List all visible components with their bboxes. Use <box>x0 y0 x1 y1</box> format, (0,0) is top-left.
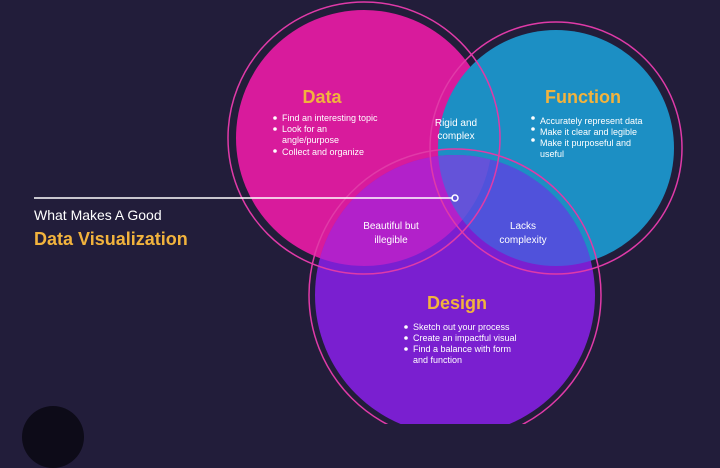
function-title: Function <box>545 87 621 107</box>
overlap-data-function-line1: Rigid and <box>435 118 477 129</box>
bullet <box>531 138 535 142</box>
bullet <box>404 336 408 340</box>
function-item: Make it clear and legible <box>540 127 637 137</box>
function-item: useful <box>540 149 564 159</box>
function-item: Accurately represent data <box>540 116 643 126</box>
design-item: Find a balance with form <box>413 344 511 354</box>
headline-line2: Data Visualization <box>34 229 188 249</box>
bullet <box>273 149 277 153</box>
overlap-data-function-line2: complex <box>437 131 474 142</box>
headline-line1: What Makes A Good <box>34 207 162 223</box>
corner-decoration <box>22 406 84 468</box>
design-item: Sketch out your process <box>413 322 510 332</box>
overlap-data-design-line1: Beautiful but <box>363 221 419 232</box>
function-ring <box>429 21 683 275</box>
function-item: Make it purposeful and <box>540 138 631 148</box>
design-title: Design <box>427 293 487 313</box>
data-item: Find an interesting topic <box>282 113 378 123</box>
bullet <box>273 116 277 120</box>
data-list: Find an interesting topic Look for an an… <box>273 113 378 157</box>
venn-diagram: What Makes A Good Data Visualization Dat… <box>34 1 683 442</box>
bullet <box>404 325 408 329</box>
data-design-overlap <box>315 155 492 266</box>
data-item: angle/purpose <box>282 135 339 145</box>
data-item: Collect and organize <box>282 147 364 157</box>
overlap-data-design-line2: illegible <box>374 235 408 246</box>
venn-diagram-stage: What Makes A Good Data Visualization Dat… <box>34 1 683 442</box>
design-item: and function <box>413 355 462 365</box>
overlap-function-design-line2: complexity <box>499 235 546 246</box>
data-title: Data <box>302 87 342 107</box>
bullet <box>531 116 535 120</box>
design-item: Create an impactful visual <box>413 333 517 343</box>
overlap-function-design-line1: Lacks <box>510 221 536 232</box>
design-list: Sketch out your process Create an impact… <box>404 322 517 365</box>
bullet <box>273 127 277 131</box>
bullet <box>531 127 535 131</box>
bullet <box>404 347 408 351</box>
function-list: Accurately represent data Make it clear … <box>531 116 643 159</box>
data-item: Look for an <box>282 124 327 134</box>
data-ring <box>227 1 501 275</box>
pointer-dot <box>451 194 459 202</box>
function-design-overlap <box>438 155 595 266</box>
